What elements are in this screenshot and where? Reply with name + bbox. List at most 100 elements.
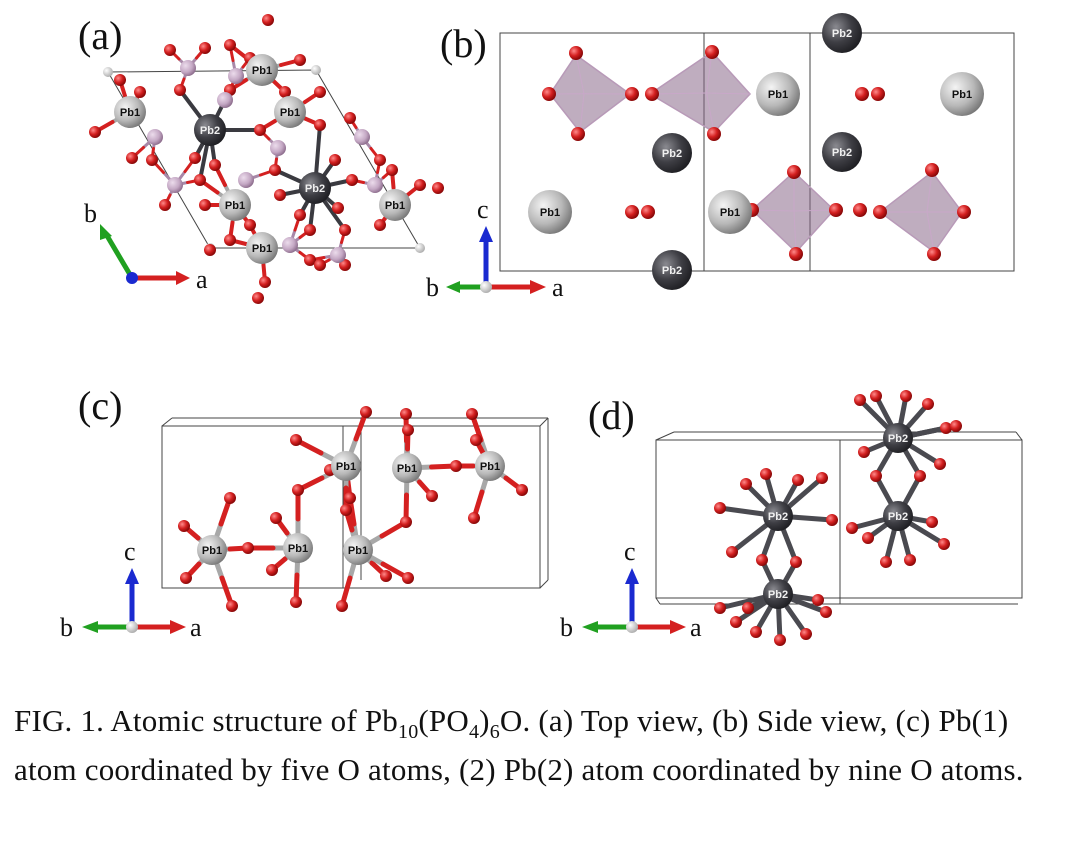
pb1-atom-label: Pb1 [768, 89, 788, 101]
caption-text-2: (PO [418, 703, 469, 738]
axis-label-b-pb2: b [560, 613, 573, 642]
oxygen-atom [812, 594, 824, 606]
pb2-atom-label: Pb2 [768, 511, 788, 523]
oxygen-atom [714, 602, 726, 614]
oxygen-atom [870, 470, 882, 482]
pb1-atom-label: Pb1 [202, 545, 222, 557]
oxygen-atom [266, 564, 278, 576]
tetrahedron-edge [706, 92, 715, 133]
pb1-atom-label: Pb1 [540, 207, 560, 219]
pb1-atom-label: Pb1 [252, 243, 272, 255]
pb1-atom [274, 96, 306, 128]
oxygen-atom [194, 174, 206, 186]
pb2-atom-label: Pb2 [888, 511, 908, 523]
oxygen-atom [870, 390, 882, 402]
oxygen-atom [294, 209, 306, 221]
tetrahedron-edge [793, 210, 797, 253]
oxygen-atom [730, 616, 742, 628]
oxygen-atom [829, 203, 843, 217]
oxygen-atom [800, 628, 812, 640]
oxygen-atom [374, 219, 386, 231]
axis-label-a-top: a [196, 265, 208, 294]
oxygen-atom [922, 398, 934, 410]
pb2-atom-label: Pb2 [200, 125, 220, 137]
oxygen-atom [126, 152, 138, 164]
phosphorus-atom [167, 177, 183, 193]
oxygen-atom [625, 87, 639, 101]
oxygen-atom [750, 626, 762, 638]
oxygen-atom [940, 422, 952, 434]
oxygen-atom [470, 434, 482, 446]
oxygen-atom [950, 420, 962, 432]
oxygen-atom [344, 112, 356, 124]
oxygen-atom [292, 484, 304, 496]
phosphorus-atom [238, 172, 254, 188]
oxygen-atom [926, 516, 938, 528]
oxygen-atom [224, 234, 236, 246]
oxygen-atom [178, 520, 190, 532]
pb1-atom-label: Pb1 [720, 207, 740, 219]
oxygen-atom [279, 86, 291, 98]
oxygen-atom [290, 596, 302, 608]
oxygen-atom [826, 514, 838, 526]
oxygen-atom [880, 556, 892, 568]
lattice-corner-atom [103, 67, 113, 77]
pb1-atom [283, 533, 313, 563]
oxygen-atom [414, 179, 426, 191]
oxygen-atom [714, 502, 726, 514]
pb2-atom [883, 501, 913, 531]
oxygen-atom [226, 600, 238, 612]
oxygen-atom [252, 292, 264, 304]
oxygen-atom [89, 126, 101, 138]
oxygen-atom [792, 474, 804, 486]
pb1-atom [475, 451, 505, 481]
oxygen-atom [269, 164, 281, 176]
pb2-atom [822, 132, 862, 172]
pb2-atom [652, 250, 692, 290]
oxygen-atom [339, 224, 351, 236]
oxygen-atom [927, 247, 941, 261]
oxygen-atom [174, 84, 186, 96]
phosphorus-atom [282, 237, 298, 253]
pb1-atom [246, 54, 278, 86]
pb1-atom [379, 189, 411, 221]
pb1-atom [343, 535, 373, 565]
oxygen-atom [853, 203, 867, 217]
figure-caption: FIG. 1. Atomic structure of Pb10(PO4)6O.… [14, 702, 1070, 789]
caption-sub-3: 6 [489, 721, 500, 744]
oxygen-atom [402, 424, 414, 436]
pb2-atom-label: Pb2 [768, 589, 788, 601]
po4-tetrahedron [750, 170, 836, 254]
oxygen-atom [855, 87, 869, 101]
oxygen-atom [224, 39, 236, 51]
oxygen-atom [134, 86, 146, 98]
axis-triad-c: c a b [60, 537, 202, 642]
oxygen-atom [209, 159, 221, 171]
axis-label-a-pb2: a [690, 613, 702, 642]
axis-label-c-side: c [477, 195, 489, 224]
oxygen-atom [332, 202, 344, 214]
oxygen-atom [164, 44, 176, 56]
oxygen-atom [290, 434, 302, 446]
pb2-atom [883, 423, 913, 453]
pb2-atom [822, 13, 862, 53]
oxygen-atom [756, 554, 768, 566]
oxygen-atom [516, 484, 528, 496]
phosphorus-atom [180, 60, 196, 76]
pb1-atom [246, 232, 278, 264]
oxygen-atom [244, 219, 256, 231]
caption-text-1: FIG. 1. Atomic structure of Pb [14, 703, 398, 738]
oxygen-atom [204, 244, 216, 256]
oxygen-atom [854, 394, 866, 406]
oxygen-atom [199, 42, 211, 54]
oxygen-atom [314, 119, 326, 131]
oxygen-atom [402, 572, 414, 584]
caption-text-4: O. (a) Top view, (b) Side view, (c) Pb(1… [14, 703, 1024, 788]
pb1-atom [219, 189, 251, 221]
oxygen-atom [760, 468, 772, 480]
oxygen-atom [871, 87, 885, 101]
tetrahedron-edge [926, 211, 935, 253]
